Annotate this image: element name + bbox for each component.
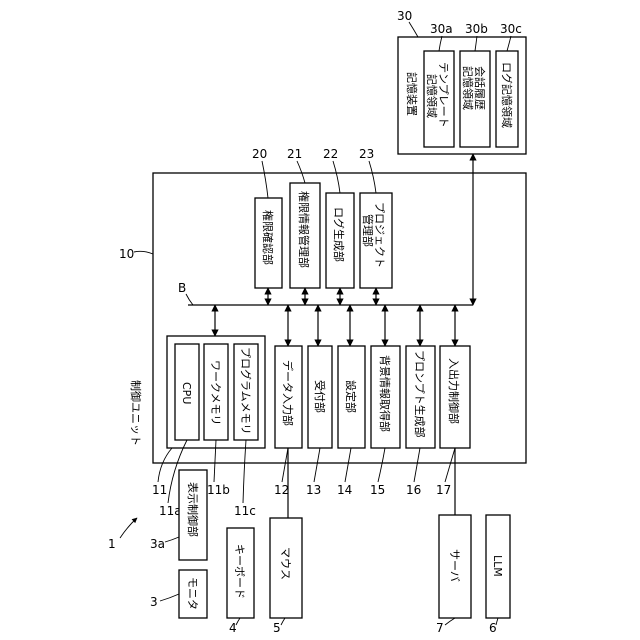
storage-ref: 30 — [397, 9, 412, 23]
io-control-ref: 17 — [436, 483, 451, 497]
reception-ref: 13 — [306, 483, 321, 497]
system-ref: 1 — [108, 537, 116, 551]
project-mgmt-ref: 23 — [359, 147, 374, 161]
setting-label: 設定部 — [344, 380, 358, 413]
storage-device-label: 記憶装置 — [405, 72, 419, 116]
template-area-ref: 30a — [430, 22, 453, 36]
bus-ref: B — [178, 281, 186, 295]
prompt-gen-ref: 16 — [406, 483, 421, 497]
server-label: サーバ — [448, 549, 461, 582]
prompt-gen-label: プロンプト生成部 — [413, 350, 427, 438]
reception-label: 受付部 — [313, 380, 327, 413]
work-memory-label: ワークメモリ — [209, 360, 222, 426]
program-memory-label: プログラムメモリ — [239, 347, 253, 435]
log-area-ref: 30c — [500, 22, 522, 36]
display-control-ref-leader — [165, 537, 179, 542]
monitor-ref-leader — [160, 594, 179, 601]
control-unit-ref-leader — [134, 251, 153, 254]
program-memory-ref: 11c — [234, 504, 256, 518]
mouse-label: マウス — [279, 547, 292, 580]
project-mgmt-label-line2: 管理部 — [361, 214, 375, 247]
data-input-label: データ入力部 — [281, 360, 295, 426]
control-unit-label: 制御ユニット — [129, 380, 143, 446]
llm-label: LLM — [491, 555, 504, 577]
background-info-label: 背景情報取得部 — [378, 355, 392, 432]
cpu-ref: 11a — [159, 504, 182, 518]
cpu-label: CPU — [180, 382, 193, 404]
background-info-ref: 15 — [370, 483, 385, 497]
display-control-ref: 3a — [150, 537, 165, 551]
system-ref-arrow — [120, 518, 137, 538]
server-ref: 7 — [436, 621, 444, 635]
setting-ref: 14 — [337, 483, 352, 497]
monitor-ref: 3 — [150, 595, 158, 609]
keyboard-ref: 4 — [229, 621, 237, 635]
storage-ref-leader — [409, 22, 418, 37]
work-memory-ref: 11b — [207, 483, 230, 497]
permission-info-label: 権限情報管理部 — [297, 191, 311, 268]
server-ref-leader — [445, 618, 455, 625]
history-area-label-line1: 会話履歴 — [473, 66, 487, 110]
data-input-ref: 12 — [274, 483, 289, 497]
cpu-group-ref: 11 — [152, 483, 167, 497]
template-area-label-line2: 記憶領域 — [425, 74, 439, 118]
llm-ref: 6 — [489, 621, 497, 635]
keyboard-label: キーボード — [233, 544, 246, 599]
mouse-ref: 5 — [273, 621, 281, 635]
io-control-label: 入出力制御部 — [447, 358, 461, 424]
monitor-label: モニタ — [186, 577, 199, 610]
mouse-ref-leader — [281, 618, 285, 625]
permission-check-label: 権限確認部 — [261, 210, 275, 265]
history-area-label-line2: 記憶領域 — [461, 66, 475, 110]
permission-info-ref: 21 — [287, 147, 302, 161]
log-gen-ref: 22 — [323, 147, 338, 161]
control-unit-ref: 10 — [119, 247, 134, 261]
log-area-label: ログ記憶領域 — [500, 62, 514, 128]
display-control-label: 表示制御部 — [186, 482, 200, 537]
permission-check-ref: 20 — [252, 147, 267, 161]
history-area-ref: 30b — [465, 22, 488, 36]
log-gen-label: ログ生成部 — [332, 207, 346, 262]
